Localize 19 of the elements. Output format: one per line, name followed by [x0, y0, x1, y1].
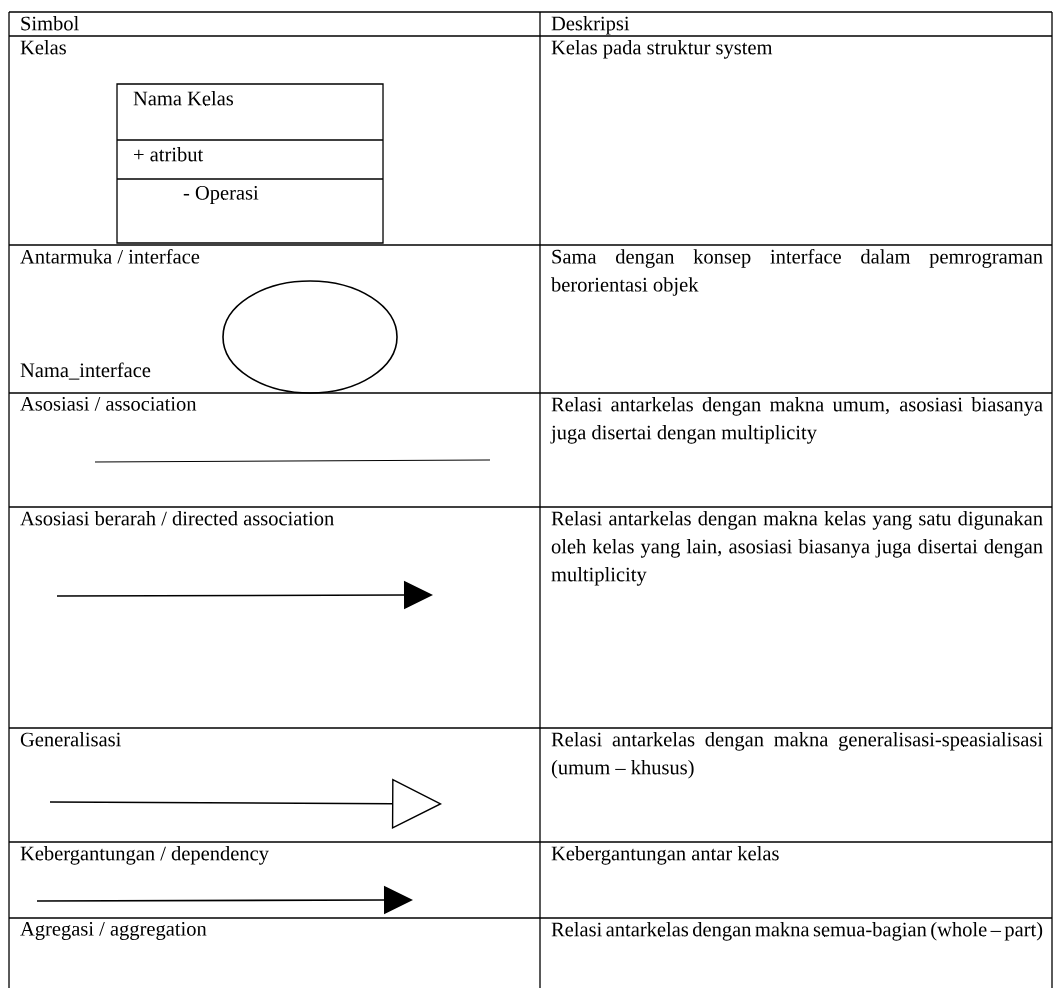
- description-text: Relasi antarkelas dengan makna umum, asosiasi biasanya juga disertai dengan multiplicity: [550, 397, 1043, 444]
- symbol-name: Asosiasi berarah / directed association: [20, 511, 334, 526]
- symbol-name: Agregasi / aggregation: [20, 922, 207, 940]
- description-text: Relasi antarkelas dengan makna kelas yang satu digunakan oleh kelas yang lain, asosiasi biasanya juga disertai dengan multiplicity: [551, 511, 1043, 586]
- description-text: Kebergantungan antar kelas: [551, 846, 779, 865]
- symbol-name: Kelas: [20, 40, 66, 55]
- description-text: Relasi antarkelas dengan makna semua-bagian (whole – part): [551, 922, 1043, 941]
- symbol-name: Asosiasi / association: [20, 397, 197, 411]
- symbol-name: Antarmuka / interface: [20, 249, 200, 264]
- symbol-name: Kebergantungan / dependency: [20, 846, 269, 865]
- class-box: Nama Kelas + atribut - Operasi: [116, 83, 384, 244]
- column-header: Simbol: [21, 16, 79, 31]
- interface-name: Nama_interface: [20, 362, 151, 380]
- symbol-name: Generalisasi: [20, 732, 121, 747]
- description-text: Kelas pada struktur system: [551, 40, 773, 59]
- column-header: Deskripsi: [551, 16, 630, 35]
- description-text: Sama dengan konsep interface dalam pemrograman berorientasi objek: [551, 249, 1043, 296]
- interface-ellipse: [222, 280, 398, 394]
- description-text: Relasi antarkelas dengan makna generalisasi-speasialisasi (umum – khusus): [551, 732, 1043, 779]
